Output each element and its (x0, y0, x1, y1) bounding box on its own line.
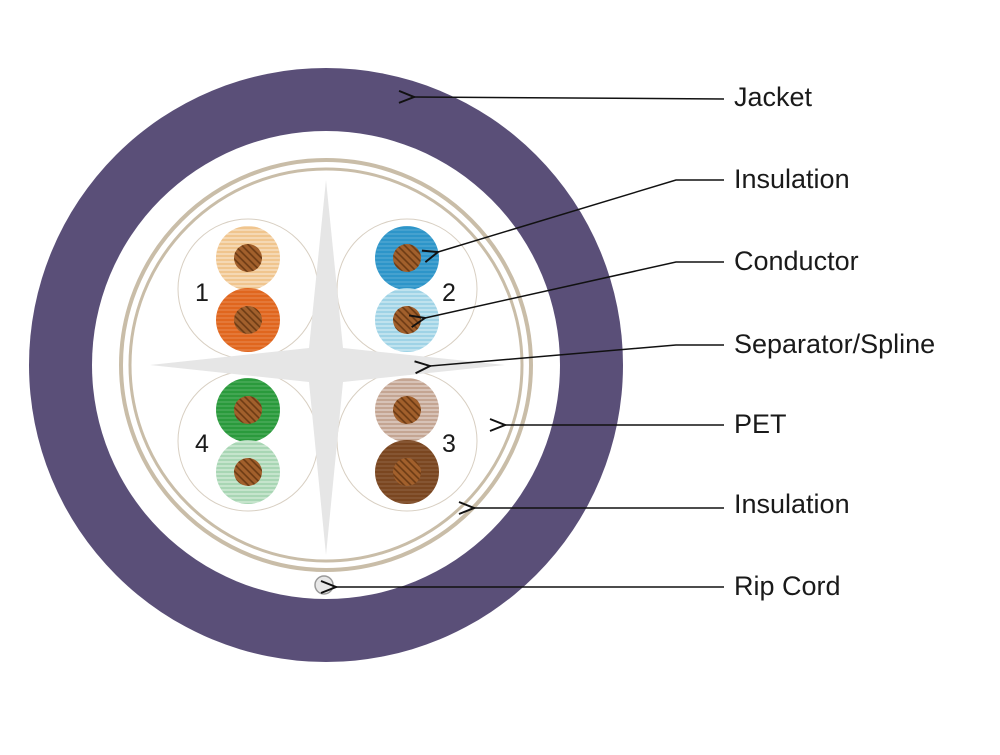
leader-insulation-top (438, 179, 724, 252)
separator-spline (150, 180, 505, 555)
label-conductor: Conductor (734, 246, 859, 276)
leader-jacket (414, 97, 725, 99)
label-rip-cord: Rip Cord (734, 571, 841, 601)
pair-3-wires (375, 378, 439, 504)
pair-1-wires (216, 226, 280, 352)
pair-number-4: 4 (195, 430, 209, 458)
label-jacket: Jacket (734, 82, 813, 112)
label-insulation-bottom: Insulation (734, 489, 850, 519)
pair-4-wires (216, 378, 280, 504)
pet-ring-inner (128, 167, 524, 563)
pair-number-1: 1 (195, 279, 209, 307)
label-separator-spline: Separator/Spline (734, 329, 936, 359)
leader-lines (336, 97, 725, 587)
pet-ring-outer (119, 158, 533, 572)
pair-number-2: 2 (442, 279, 456, 307)
pair-number-3: 3 (442, 430, 456, 458)
leader-separator (430, 344, 724, 366)
rip-cord (314, 575, 334, 595)
label-insulation-top: Insulation (734, 164, 850, 194)
leader-conductor (425, 261, 724, 318)
label-pet: PET (734, 409, 787, 439)
